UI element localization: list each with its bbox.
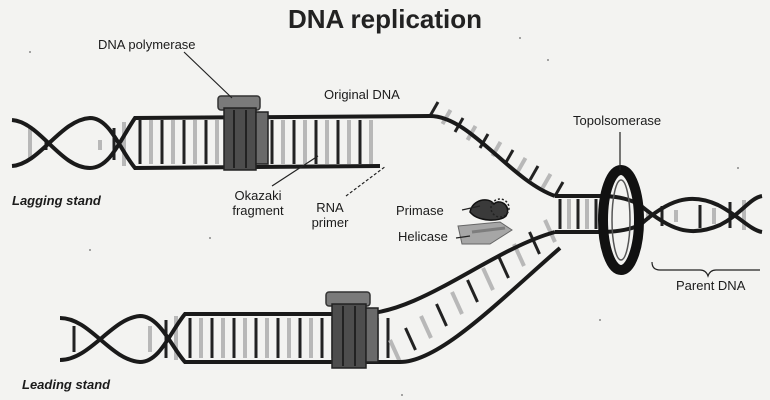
base-pair xyxy=(483,268,493,290)
label-dna-polymerase: DNA polymerase xyxy=(98,38,196,52)
base-pair xyxy=(421,316,431,338)
base-pair xyxy=(530,166,538,180)
primase-enzyme xyxy=(470,199,509,220)
label-okazaki-fragment: Okazaki fragment xyxy=(228,188,288,218)
label-rna-line2: primer xyxy=(308,215,352,230)
label-helicase: Helicase xyxy=(398,230,448,244)
dna-polymerase-upper xyxy=(218,96,268,170)
label-topoisomerase: Topolsomerase xyxy=(573,114,661,128)
diagram-title: DNA replication xyxy=(0,4,770,35)
base-pair xyxy=(437,304,447,326)
base-pair xyxy=(499,256,509,278)
label-parent-dna: Parent DNA xyxy=(676,279,745,293)
label-rna-line1: RNA xyxy=(308,200,352,215)
base-pair xyxy=(518,158,526,172)
label-okazaki-line2: fragment xyxy=(228,203,288,218)
topoisomerase-ring xyxy=(603,170,639,270)
label-primase: Primase xyxy=(396,204,444,218)
base-pair xyxy=(543,174,551,188)
label-original-dna: Original DNA xyxy=(324,88,400,102)
label-okazaki-line1: Okazaki xyxy=(228,188,288,203)
base-pair xyxy=(530,232,540,254)
base-pair xyxy=(406,328,416,350)
label-leading-strand: Leading stand xyxy=(22,378,110,392)
base-pair xyxy=(555,182,563,196)
base-pair xyxy=(468,280,478,302)
base-pair xyxy=(452,292,462,314)
label-rna-primer: RNA primer xyxy=(308,200,352,230)
base-pair xyxy=(390,340,400,362)
helicase-enzyme xyxy=(458,222,512,244)
dna-polymerase-lower xyxy=(326,292,378,368)
base-pair xyxy=(430,102,438,116)
label-lagging-strand: Lagging stand xyxy=(12,194,101,208)
